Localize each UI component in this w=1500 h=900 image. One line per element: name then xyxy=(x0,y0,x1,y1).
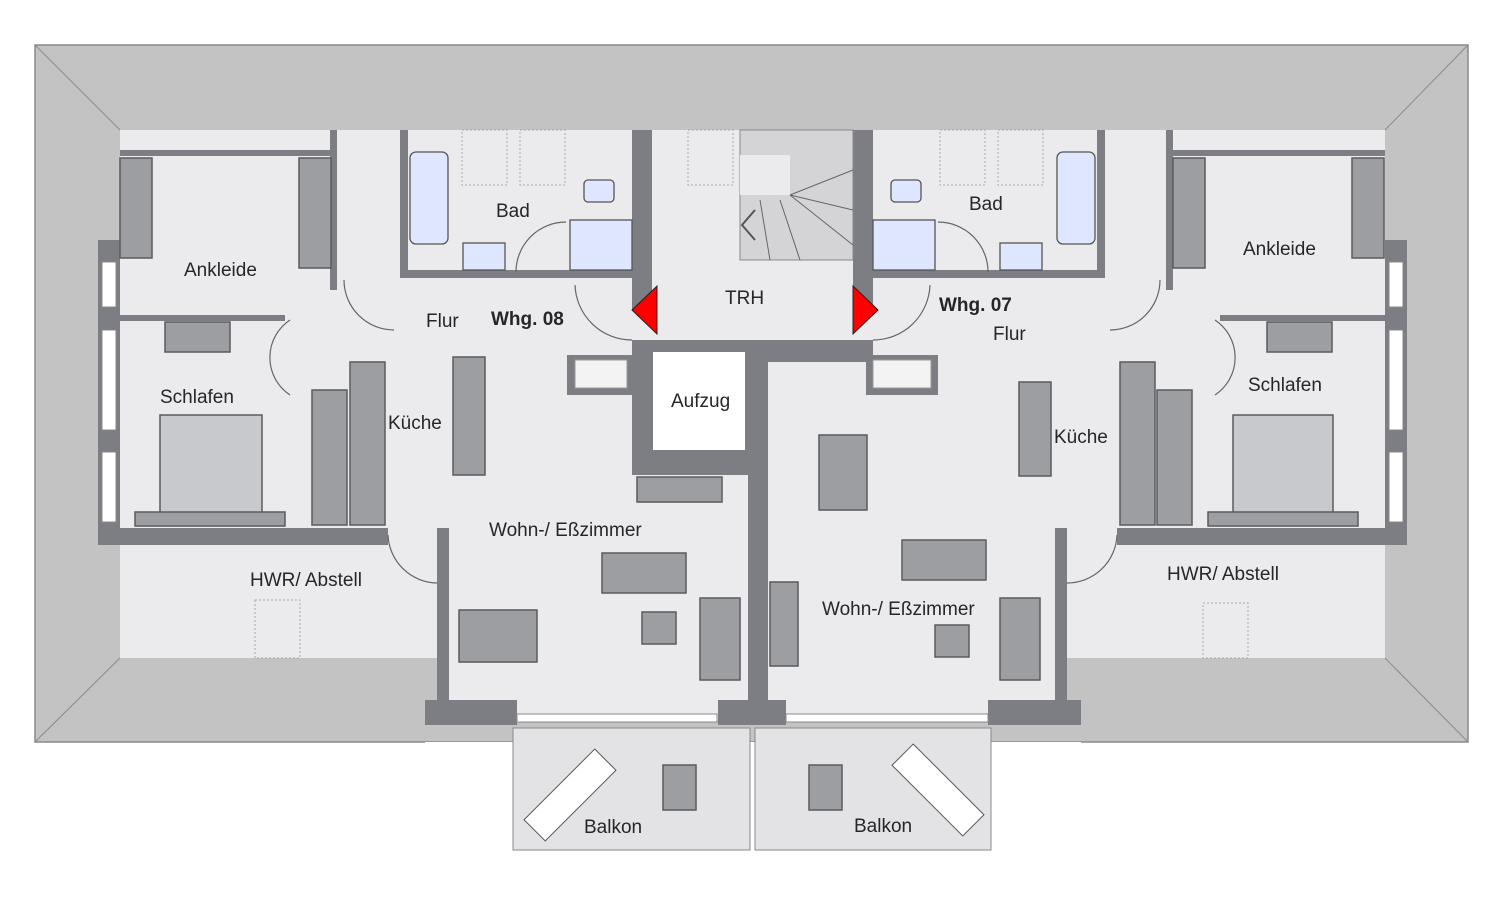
entrance-arrow-right-icon xyxy=(852,284,879,336)
entrance-arrow-left-icon xyxy=(631,284,658,336)
label-stairwell: TRH xyxy=(725,288,764,309)
furniture xyxy=(119,157,1385,842)
label-elevator: Aufzug xyxy=(671,391,730,412)
label-hwr-left: HWR/ Abstell xyxy=(250,570,362,591)
label-bad-left: Bad xyxy=(496,201,530,222)
label-apartment-right: Whg. 07 xyxy=(939,295,1012,316)
label-kueche-right: Küche xyxy=(1054,427,1108,448)
walls xyxy=(98,130,1407,725)
label-ankleide-right: Ankleide xyxy=(1243,239,1316,260)
label-flur-right: Flur xyxy=(993,324,1026,345)
label-flur-left: Flur xyxy=(426,311,459,332)
label-kueche-left: Küche xyxy=(388,413,442,434)
label-bad-right: Bad xyxy=(969,194,1003,215)
label-schlafen-left: Schlafen xyxy=(160,387,234,408)
label-wohn-right: Wohn-/ Eßzimmer xyxy=(822,599,975,620)
label-hwr-right: HWR/ Abstell xyxy=(1167,564,1279,585)
label-apartment-left: Whg. 08 xyxy=(491,309,564,330)
label-wohn-left: Wohn-/ Eßzimmer xyxy=(489,520,642,541)
label-balkon-right: Balkon xyxy=(854,816,912,837)
staircase xyxy=(687,129,854,261)
entrance-markers xyxy=(631,284,879,336)
label-ankleide-left: Ankleide xyxy=(184,260,257,281)
label-balkon-left: Balkon xyxy=(584,817,642,838)
label-schlafen-right: Schlafen xyxy=(1248,375,1322,396)
stair-direction-arrow-icon xyxy=(740,209,756,241)
bathroom-fixtures xyxy=(409,129,1096,271)
door-swings xyxy=(269,221,1236,584)
room-labels: Ankleide Schlafen Bad Flur Whg. 08 Küche… xyxy=(160,194,1322,838)
